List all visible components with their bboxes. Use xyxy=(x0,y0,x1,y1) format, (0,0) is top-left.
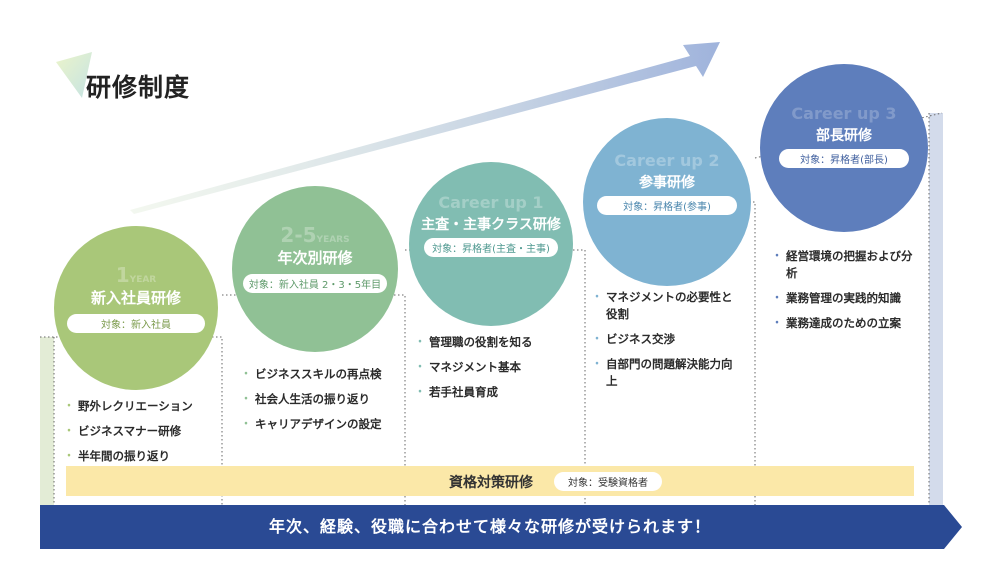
step-column-1 xyxy=(40,337,54,505)
list-item: ・マネジメントの必要性と役割 xyxy=(592,290,733,321)
stage-circle-4: Career up 2 参事研修 対象：昇格者(参事) xyxy=(583,118,751,286)
page-title: 研修制度 xyxy=(86,73,191,102)
stage-5-title: 部長研修 xyxy=(816,128,872,144)
list-item: ・ビジネススキルの再点検 xyxy=(241,367,382,381)
list-item: ・半年間の振り返り xyxy=(64,449,170,463)
stage-4-title: 参事研修 xyxy=(639,175,695,191)
title-logo-shape xyxy=(56,52,92,98)
step-column-5 xyxy=(929,113,943,505)
stage-3-target: 対象：昇格者(主査・主事) xyxy=(424,238,558,257)
bottom-banner-text: 年次、経験、役職に合わせて様々な研修が受けられます！ xyxy=(268,517,711,536)
stage-circle-3: Career up 1 主査・主事クラス研修 対象：昇格者(主査・主事) xyxy=(409,162,573,326)
stage-5-items: ・経営環境の把握および分析 ・業務管理の実践的知識 ・業務達成のための立案 xyxy=(772,248,922,340)
stage-2-items: ・ビジネススキルの再点検 ・社会人生活の振り返り ・キャリアデザインの設定 xyxy=(241,366,382,441)
stage-2-title: 年次別研修 xyxy=(277,249,353,267)
list-item: ・業務管理の実践的知識 xyxy=(772,291,901,305)
stage-3-title: 主査・主事クラス研修 xyxy=(421,217,561,233)
stage-5-ghost-label: Career up 3 xyxy=(791,104,897,123)
growth-arrow xyxy=(130,42,720,214)
stage-circle-5: Career up 3 部長研修 対象：昇格者(部長) xyxy=(760,64,928,232)
stage-1-items: ・野外レクリエーション ・ビジネスマナー研修 ・半年間の振り返り xyxy=(64,398,193,473)
stage-5-target: 対象：昇格者(部長) xyxy=(779,149,909,168)
qualification-target: 対象：受験資格者 xyxy=(554,472,662,491)
stage-1-title: 新入社員研修 xyxy=(90,289,181,307)
list-item: ・管理職の役割を知る xyxy=(415,335,533,349)
list-item: ・ビジネス交渉 xyxy=(592,332,675,346)
stage-1-ghost-label: 1YEAR xyxy=(115,263,157,287)
list-item: ・自部門の問題解決能力向上 xyxy=(592,357,733,388)
stage-4-ghost-label: Career up 2 xyxy=(614,151,720,170)
list-item: ・野外レクリエーション xyxy=(64,399,193,413)
qualification-label: 資格対策研修 xyxy=(449,475,533,491)
banner-arrow xyxy=(40,505,962,549)
stage-4-target: 対象：昇格者(参事) xyxy=(597,196,737,215)
list-item: ・業務達成のための立案 xyxy=(772,316,901,330)
stage-circle-2: 2-5YEARS 年次別研修 対象：新入社員 2・3・5年目 xyxy=(232,186,398,352)
stage-3-ghost-label: Career up 1 xyxy=(438,193,544,212)
list-item: ・社会人生活の振り返り xyxy=(241,392,370,406)
stage-1-target: 対象：新入社員 xyxy=(67,314,205,333)
stage-circle-1: 1YEAR 新入社員研修 対象：新入社員 xyxy=(54,226,218,390)
list-item: ・若手社員育成 xyxy=(415,385,498,399)
stage-4-items: ・マネジメントの必要性と役割 ・ビジネス交渉 ・自部門の問題解決能力向上 xyxy=(592,289,742,398)
list-item: ・キャリアデザインの設定 xyxy=(241,417,382,431)
list-item: ・ビジネスマナー研修 xyxy=(64,424,182,438)
list-item: ・マネジメント基本 xyxy=(415,360,521,374)
stage-2-ghost-label: 2-5YEARS xyxy=(280,223,350,247)
qualification-training-bar: 資格対策研修 対象：受験資格者 xyxy=(66,466,914,496)
stage-3-items: ・管理職の役割を知る ・マネジメント基本 ・若手社員育成 xyxy=(415,334,533,409)
stage-2-target: 対象：新入社員 2・3・5年目 xyxy=(242,274,388,293)
list-item: ・経営環境の把握および分析 xyxy=(772,249,913,280)
